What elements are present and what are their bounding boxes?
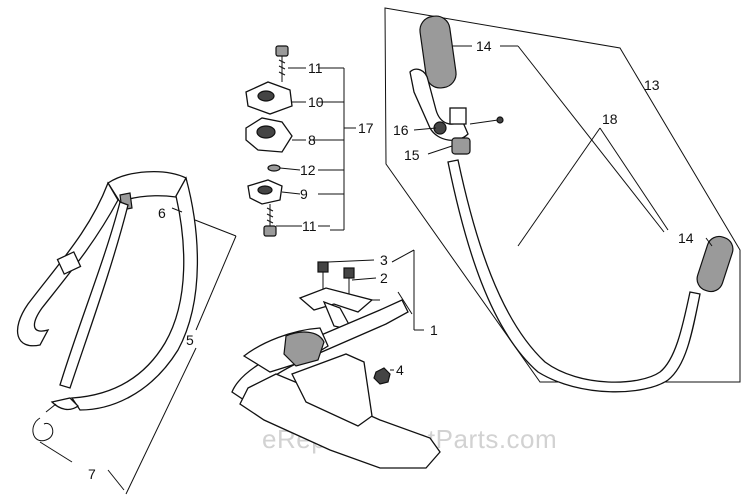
callout-1: 1 <box>430 322 438 338</box>
callout-labels: 11 10 8 17 12 9 11 14 13 18 16 15 14 6 5… <box>88 38 694 482</box>
callout-11-top: 11 <box>308 60 323 76</box>
callout-2: 2 <box>380 270 388 286</box>
callout-4: 4 <box>396 362 404 378</box>
callout-14-top: 14 <box>476 38 492 54</box>
shoulder-strap <box>17 171 199 442</box>
callout-13: 13 <box>644 77 660 93</box>
callout-15: 15 <box>404 147 420 163</box>
clamp-stack <box>245 45 293 237</box>
bracket-assembly <box>231 261 441 469</box>
callout-5: 5 <box>186 332 194 348</box>
callout-11-bottom: 11 <box>302 218 317 234</box>
callout-10: 10 <box>308 94 324 110</box>
throttle-lever <box>409 68 504 155</box>
callout-18: 18 <box>602 111 618 127</box>
callout-17: 17 <box>358 120 374 136</box>
callout-14-bottom: 14 <box>678 230 694 246</box>
handlebar <box>419 15 734 393</box>
callout-9: 9 <box>300 186 308 202</box>
handle-assembly-frame <box>384 7 741 383</box>
leader-lines <box>39 45 713 495</box>
callout-7: 7 <box>88 466 96 482</box>
callout-3: 3 <box>380 252 388 268</box>
callout-6: 6 <box>158 205 166 221</box>
callout-8: 8 <box>308 132 316 148</box>
callout-16: 16 <box>393 122 409 138</box>
callout-12: 12 <box>300 162 316 178</box>
